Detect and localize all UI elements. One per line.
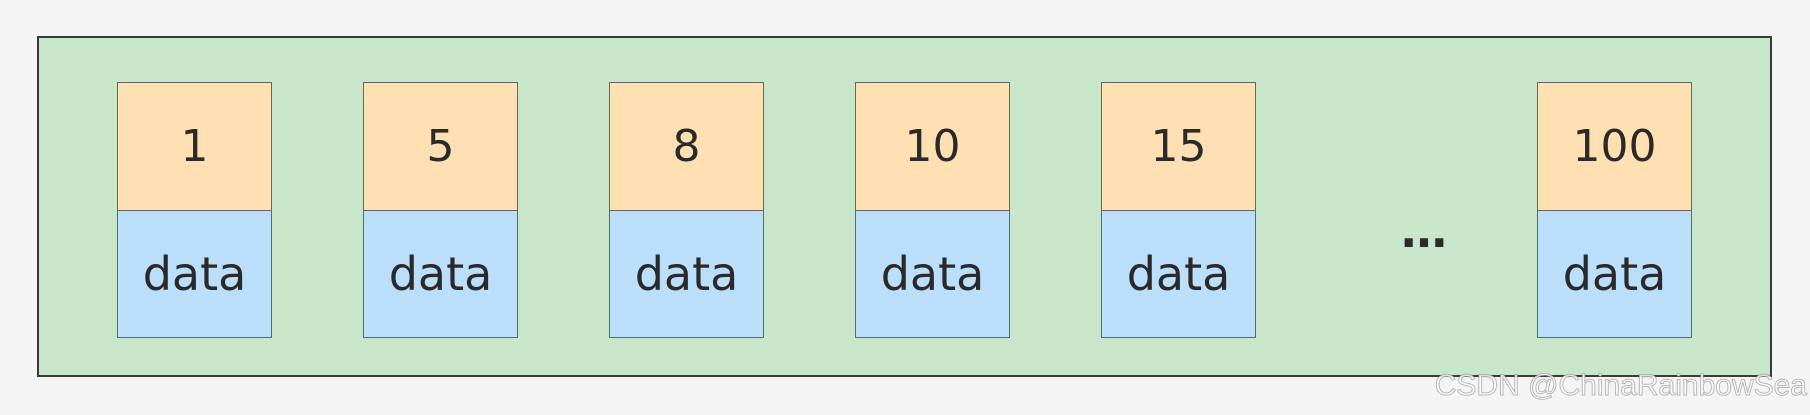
record-cell: 15 data (1101, 82, 1256, 338)
record-data: data (117, 210, 272, 338)
data-page: 1 data 5 data 8 data 10 data 15 data … 1… (37, 36, 1772, 377)
record-cell: 10 data (855, 82, 1010, 338)
record-data: data (363, 210, 518, 338)
watermark: CSDN @ChinaRainbowSea (1434, 369, 1807, 403)
record-key: 5 (363, 82, 518, 211)
record-key: 1 (117, 82, 272, 211)
record-data: data (855, 210, 1010, 338)
record-cell: 1 data (117, 82, 272, 338)
record-cell: 8 data (609, 82, 764, 338)
record-data: data (1101, 210, 1256, 338)
ellipsis-indicator: … (1401, 204, 1447, 258)
record-cell: 5 data (363, 82, 518, 338)
record-cell: 100 data (1537, 82, 1692, 338)
record-key: 100 (1537, 82, 1692, 211)
record-key: 15 (1101, 82, 1256, 211)
record-key: 8 (609, 82, 764, 211)
record-data: data (609, 210, 764, 338)
record-key: 10 (855, 82, 1010, 211)
record-data: data (1537, 210, 1692, 338)
